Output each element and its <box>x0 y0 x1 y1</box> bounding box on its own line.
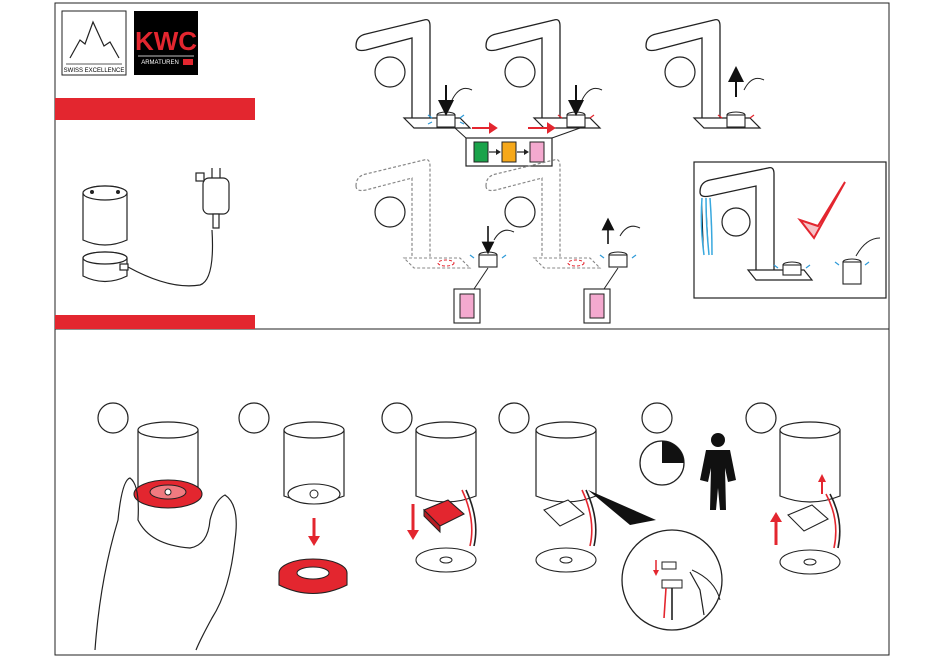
step-2-cap-removed <box>279 422 347 594</box>
faucet-drawing <box>356 20 470 128</box>
step-1-remove-cap <box>95 422 236 650</box>
kwc-logo-name: KWC <box>135 26 197 56</box>
person-icon <box>700 433 736 510</box>
led-pink <box>590 294 604 318</box>
step-6-reassemble <box>770 422 840 574</box>
kwc-logo: KWC ARMATUREN <box>134 11 198 75</box>
swiss-excellence-logo: SWISS EXCELLENCE <box>62 11 126 75</box>
swiss-logo-caption: SWISS EXCELLENCE <box>64 68 125 74</box>
led-amber <box>502 142 516 162</box>
faucet-step-3 <box>646 20 764 128</box>
step-4-connector <box>536 422 722 630</box>
sensor-and-power-supply <box>83 168 229 286</box>
step-3-battery-out <box>407 422 476 572</box>
step-circle <box>375 57 405 87</box>
faucet-step-2 <box>486 20 602 128</box>
footer-red-band <box>55 315 255 329</box>
faucet-step-4-dashed <box>356 160 470 268</box>
led-sequence-box <box>455 128 580 166</box>
step-5-wait <box>640 433 736 510</box>
faucet-step-5-dashed <box>486 160 600 268</box>
header-red-band <box>55 98 255 120</box>
success-box <box>694 162 886 298</box>
led-green <box>474 142 488 162</box>
led-pink <box>530 142 544 162</box>
kwc-logo-caption: ARMATUREN <box>141 60 179 66</box>
led-pink <box>460 294 474 318</box>
